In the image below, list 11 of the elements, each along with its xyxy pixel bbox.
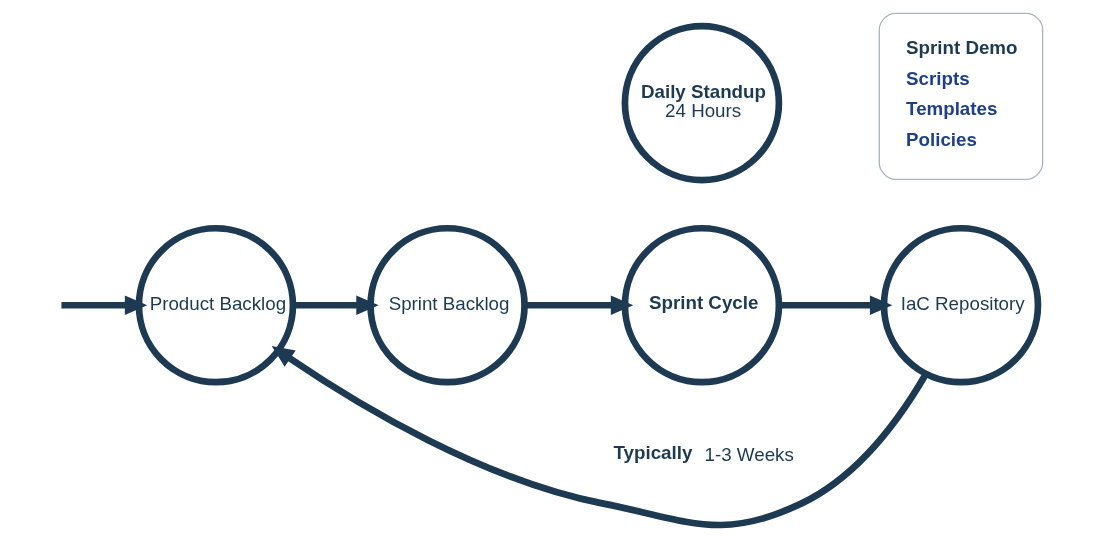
arrow — [271, 345, 929, 529]
node-label: 1-3 Weeks — [704, 443, 794, 465]
arrow — [293, 295, 379, 316]
node-box: Sprint Demo Scripts Templates Policies — [878, 12, 1043, 181]
arrow — [60, 295, 147, 316]
node-circle: Daily Standup 24 Hours — [621, 22, 782, 184]
node-circle: IaC Repository — [880, 224, 1041, 386]
node-circle: Sprint Backlog — [366, 224, 528, 386]
arrow — [524, 295, 633, 316]
node-label: Typically — [613, 442, 692, 464]
node-circle: Sprint Cycle — [621, 224, 782, 386]
